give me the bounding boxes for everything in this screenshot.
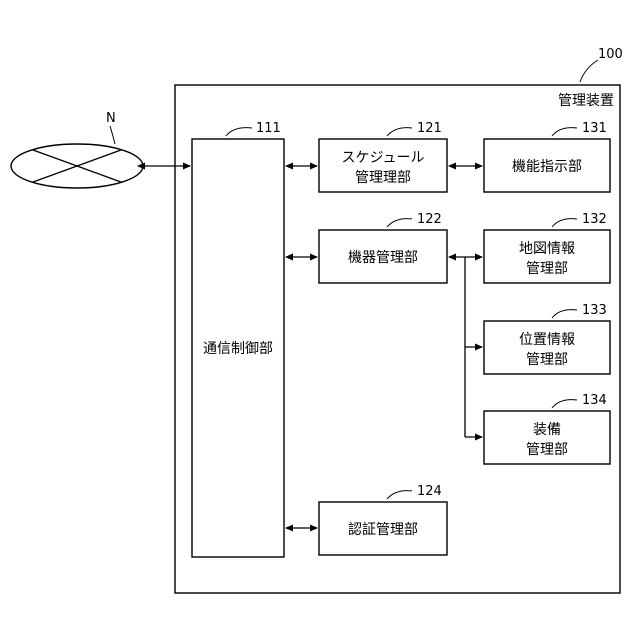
map-info-label-line2: 管理部 <box>526 261 568 277</box>
gear-management-label-line1: 装備 <box>533 422 561 438</box>
device-ref-leader <box>580 60 598 82</box>
map-ref: 132 <box>582 212 607 227</box>
equipment-label: 機器管理部 <box>348 250 418 266</box>
gear-ref: 134 <box>582 393 607 408</box>
position-ref: 133 <box>582 303 607 318</box>
function-instruction-label: 機能指示部 <box>512 159 582 175</box>
auth-label: 認証管理部 <box>348 522 418 538</box>
auth-ref: 124 <box>417 484 442 499</box>
equipment-ref: 122 <box>417 212 442 227</box>
gear-management-label-line2: 管理部 <box>526 442 568 458</box>
map-info-label-line1: 地図情報 <box>519 241 575 257</box>
schedule-label-line2: 管理理部 <box>355 170 411 186</box>
network-ref: N <box>106 111 116 126</box>
position-info-label-line2: 管理部 <box>526 352 568 368</box>
position-info-label-line1: 位置情報 <box>519 332 575 348</box>
comm-control-label: 通信制御部 <box>203 341 273 357</box>
schedule-label-line1: スケジュール <box>341 150 424 166</box>
network-ref-leader <box>110 126 115 144</box>
device-title: 管理装置 <box>558 93 614 109</box>
function-ref: 131 <box>582 121 607 136</box>
network-node <box>11 144 143 188</box>
schedule-ref: 121 <box>417 121 442 136</box>
device-ref: 100 <box>598 47 623 62</box>
comm-ref: 111 <box>256 121 281 136</box>
